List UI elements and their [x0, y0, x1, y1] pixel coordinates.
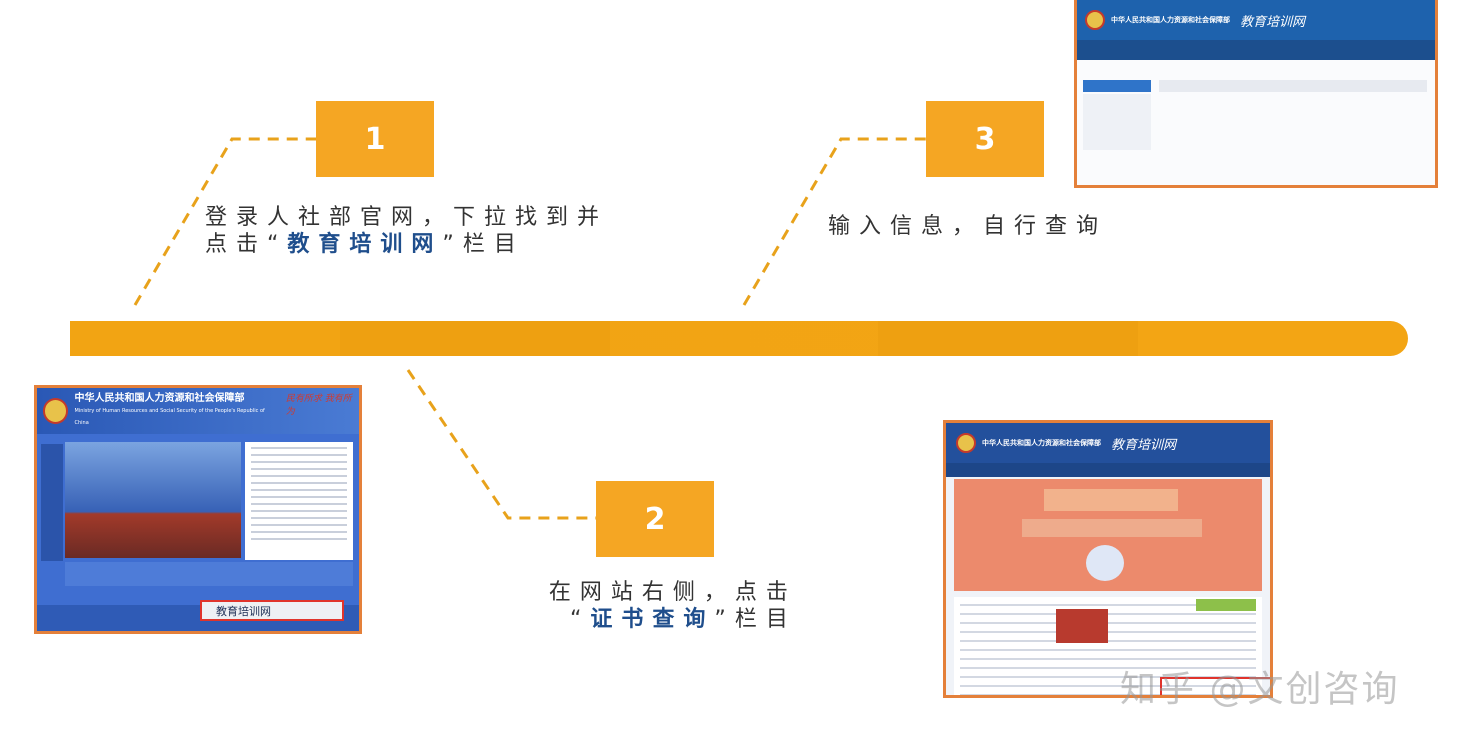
homepage-subtitle: Ministry of Human Resources and Social S… — [74, 408, 265, 426]
training-site-screenshot: 中华人民共和国人力资源和社会保障部 教育培训网 — [943, 420, 1273, 698]
step-2-number: 2 — [596, 481, 714, 557]
homepage-screenshot: 中华人民共和国人力资源和社会保障部 Ministry of Human Reso… — [34, 385, 362, 634]
step-3-caption: 输入信息，自行查询 — [828, 213, 1107, 240]
query-form[interactable] — [1083, 94, 1151, 150]
training-site-calligraphy: 教育培训网 — [1111, 437, 1177, 453]
sidebar-header — [1196, 599, 1256, 611]
banner-subheading-block — [1022, 519, 1202, 537]
step-1-number: 1 — [316, 101, 434, 177]
step-1-caption: 登录人社部官网，下拉找到并 点击“教育培训网”栏目 — [205, 204, 608, 258]
homepage-side-nav — [41, 444, 63, 561]
homepage-title: 中华人民共和国人力资源和社会保障部 Ministry of Human Reso… — [74, 393, 275, 429]
search-icon — [1086, 545, 1124, 581]
query-page-screenshot: 中华人民共和国人力资源和社会保障部 教育培训网 — [1074, 0, 1438, 188]
query-page-nav — [1077, 40, 1435, 60]
education-training-link[interactable]: 教育培训网 — [200, 600, 344, 621]
step-1-highlight: 教育培训网 — [287, 232, 443, 257]
query-page-calligraphy: 教育培训网 — [1240, 14, 1306, 30]
query-tab-button[interactable] — [1083, 80, 1151, 92]
query-page-title: 中华人民共和国人力资源和社会保障部 — [1111, 16, 1230, 24]
step-2-prefix: “ — [570, 607, 591, 632]
step-2-line-1: 在网站右侧，点击 — [548, 580, 797, 605]
step-2-line-2: “证书查询”栏目 — [548, 606, 797, 633]
step-3-line-1: 输入信息，自行查询 — [828, 214, 1108, 239]
step-1-line-1: 登录人社部官网，下拉找到并 — [205, 205, 609, 230]
timeline-segment — [878, 321, 1138, 356]
ministry-logo-icon — [1085, 10, 1105, 30]
training-site-nav — [946, 463, 1270, 477]
step-3-number: 3 — [926, 101, 1044, 177]
step-2-suffix: ”栏目 — [714, 607, 797, 632]
step-1-prefix: 点击“ — [205, 232, 288, 257]
training-site-title: 中华人民共和国人力资源和社会保障部 — [982, 439, 1101, 447]
certificate-query-highlight[interactable] — [1160, 677, 1270, 695]
banner-heading-block — [1044, 489, 1178, 511]
timeline-segment — [340, 321, 610, 356]
news-photo — [65, 442, 241, 558]
timeline-bar — [70, 321, 1408, 356]
training-banner — [954, 479, 1262, 591]
homepage-title-text: 中华人民共和国人力资源和社会保障部 — [74, 393, 245, 404]
homepage-body — [37, 434, 359, 631]
watermark: 知乎 @文创咨询 — [1120, 669, 1400, 710]
step-2-highlight: 证书查询 — [590, 607, 715, 632]
ministry-logo-icon — [956, 433, 976, 453]
step-1-suffix: ”栏目 — [442, 232, 525, 257]
step-1-line-2: 点击“教育培训网”栏目 — [205, 231, 608, 258]
news-photo — [1056, 609, 1108, 643]
national-emblem-icon — [43, 398, 69, 424]
service-icons-row — [65, 562, 353, 586]
connector-step-2 — [406, 369, 598, 520]
query-page-header: 中华人民共和国人力资源和社会保障部 教育培训网 — [1077, 0, 1435, 40]
news-list — [245, 442, 353, 560]
homepage-header: 中华人民共和国人力资源和社会保障部 Ministry of Human Reso… — [37, 388, 359, 434]
training-site-header: 中华人民共和国人力资源和社会保障部 教育培训网 — [946, 423, 1270, 463]
query-result-bar — [1159, 80, 1427, 92]
homepage-slogan: 民有所求 我有所为 — [285, 394, 352, 417]
query-page-main — [1077, 60, 1435, 185]
step-2-caption: 在网站右侧，点击 “证书查询”栏目 — [548, 579, 797, 633]
